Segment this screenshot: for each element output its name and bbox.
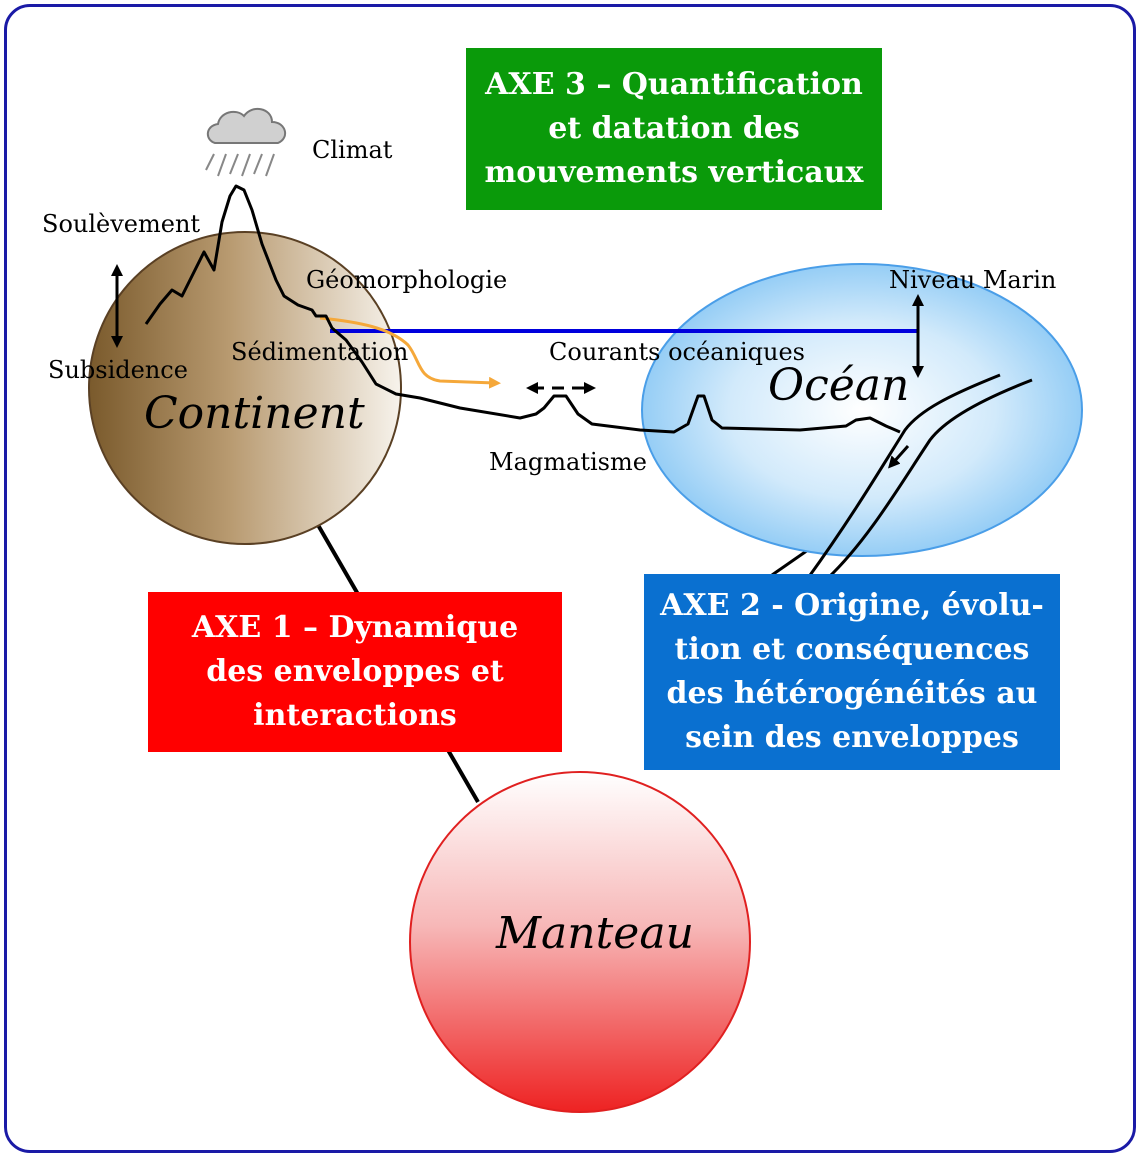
axe-2-box: AXE 2 - Origine, évolu- tion et conséque…: [644, 574, 1060, 770]
axe-2-line-1: AXE 2 - Origine, évolu-: [660, 588, 1044, 623]
axe-3-line-1: AXE 3 – Quantification: [485, 67, 863, 102]
ocean-sphere: [641, 263, 1083, 557]
axe-3-box: AXE 3 – Quantification et datation des m…: [466, 48, 882, 210]
axe-2-line-2: tion et conséquences: [674, 632, 1030, 667]
ocean-label: Océan: [768, 360, 910, 411]
mantle-label: Manteau: [496, 908, 694, 959]
sediment-transport-arrow: [319, 316, 501, 389]
continent-sphere: [88, 231, 402, 545]
ocean-mantle-link: [771, 548, 809, 577]
axe-1-box: AXE 1 – Dynamique des enveloppes et inte…: [148, 592, 562, 752]
axe-2-line-4: sein des enveloppes: [685, 720, 1019, 755]
axe-1-line-1: AXE 1 – Dynamique: [191, 610, 519, 645]
subducting-slab-top: [806, 373, 1001, 579]
geomorphology-label: Géomorphologie: [306, 266, 508, 294]
subsidence-label: Subsidence: [48, 356, 188, 384]
sea-level-label: Niveau Marin: [889, 266, 1057, 294]
sedimentation-label: Sédimentation: [231, 338, 409, 366]
slab-motion-arrow: [888, 445, 910, 469]
axe-1-line-3: interactions: [253, 698, 457, 733]
uplift-label: Soulèvement: [42, 210, 201, 238]
ocean-currents-label: Courants océaniques: [549, 338, 805, 366]
continent-label: Continent: [144, 388, 365, 439]
axe-3-line-3: mouvements verticaux: [484, 155, 864, 190]
mantle-sphere: [409, 771, 751, 1113]
axe-3-line-2: et datation des: [548, 111, 800, 146]
climate-label: Climat: [312, 136, 393, 164]
axe-2-line-3: des hétérogénéités au: [666, 676, 1038, 711]
magmatism-label: Magmatisme: [489, 448, 647, 476]
subducting-slab-bottom: [826, 378, 1033, 580]
axe-1-line-2: des enveloppes et: [206, 654, 504, 689]
rain-cloud-icon: [205, 107, 287, 177]
relief-profile: [144, 184, 901, 434]
diagram-frame: [4, 4, 1136, 1153]
